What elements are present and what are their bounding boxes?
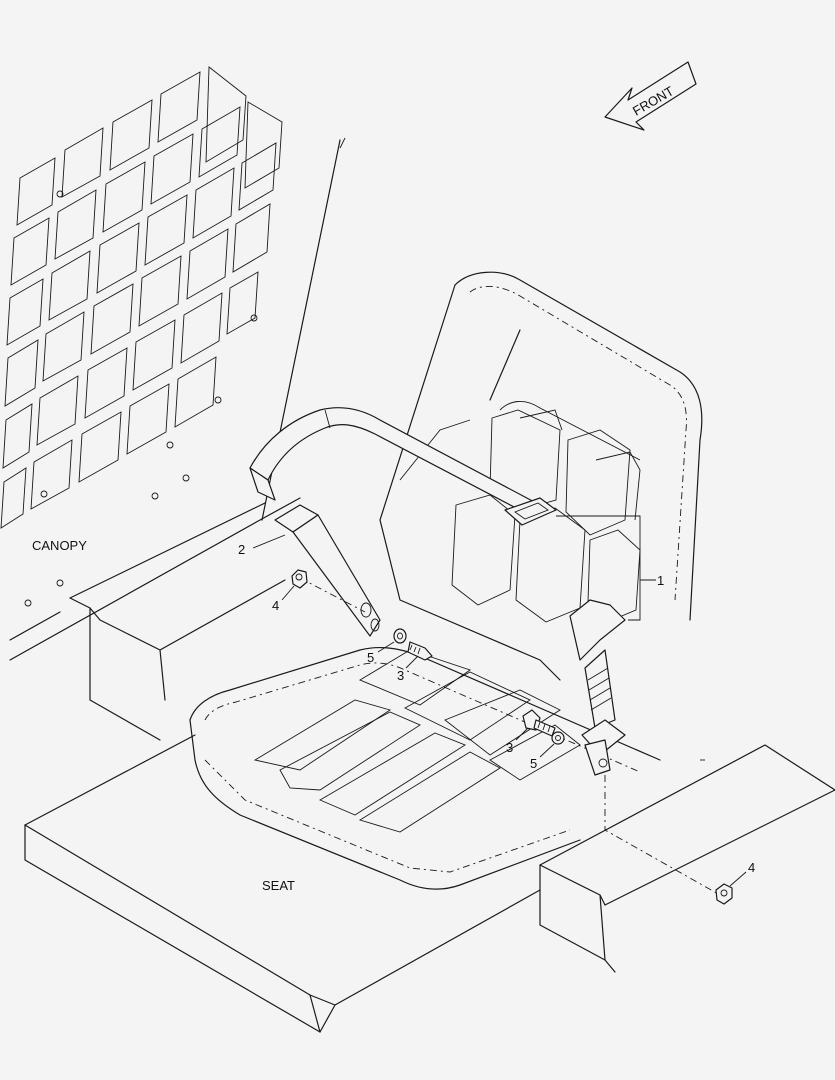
front-direction-arrow: FRONT bbox=[604, 61, 697, 131]
callout-1: 1 bbox=[657, 573, 664, 588]
callout-5-left: 5 bbox=[367, 650, 374, 665]
callout-1-leader bbox=[556, 515, 656, 621]
canopy-label: CANOPY bbox=[32, 538, 87, 553]
callout-4-right: 4 bbox=[748, 860, 755, 875]
seat-back bbox=[379, 271, 703, 681]
seat-platform: SEAT bbox=[24, 734, 835, 1033]
callout-3-right: 3 bbox=[506, 740, 513, 755]
hardware-right bbox=[522, 709, 733, 905]
canopy-bracket bbox=[69, 502, 286, 741]
callout-5-right: 5 bbox=[530, 756, 537, 771]
callout-2: 2 bbox=[238, 542, 245, 557]
seat-belt-assembly bbox=[249, 407, 626, 776]
callout-3-left: 3 bbox=[397, 668, 404, 683]
hardware-left bbox=[291, 569, 433, 661]
canopy-grille bbox=[0, 66, 283, 607]
callout-4-left: 4 bbox=[272, 598, 279, 613]
seat-label: SEAT bbox=[262, 878, 295, 893]
callouts: 2 4 5 3 3 5 1 4 bbox=[238, 534, 755, 887]
canopy-panel: CANOPY bbox=[0, 66, 346, 661]
